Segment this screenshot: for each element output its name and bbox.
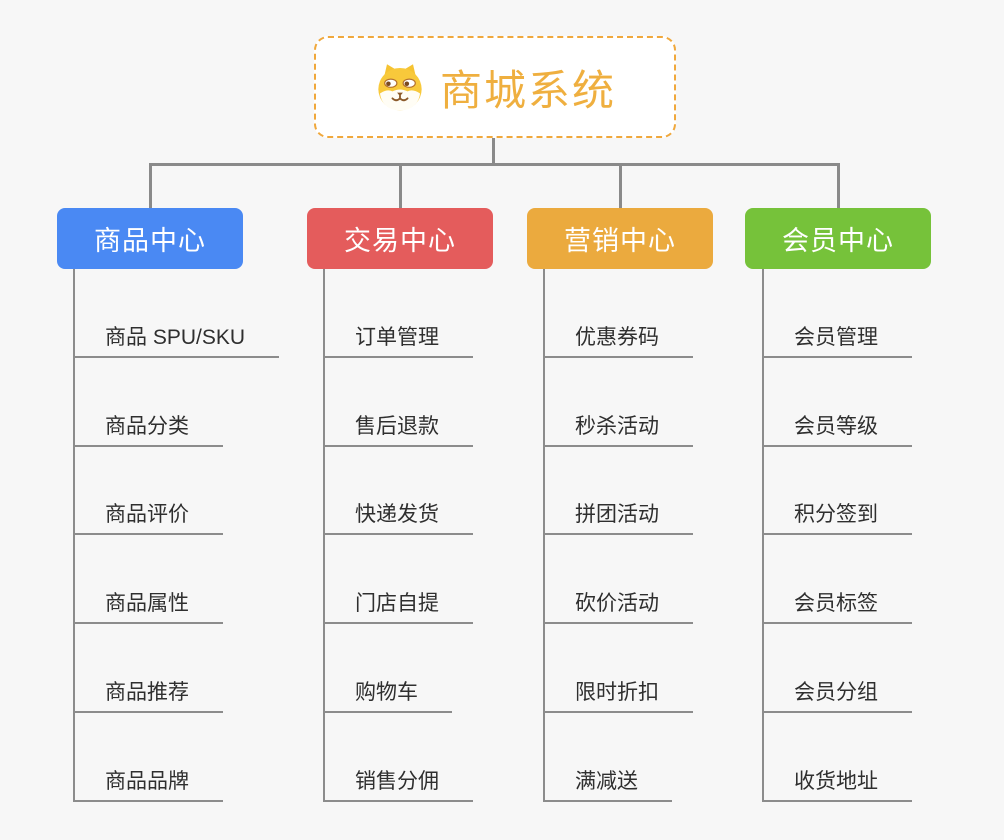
connector-drop-member (837, 165, 840, 208)
leaf-node[interactable]: 门店自提 (323, 591, 473, 624)
connector-spine-marketing (543, 269, 545, 802)
connector-drop-trade (399, 165, 402, 208)
branch-node-trade-center[interactable]: 交易中心 (307, 208, 493, 269)
leaf-node[interactable]: 购物车 (323, 680, 452, 713)
leaf-node[interactable]: 会员分组 (762, 680, 912, 713)
leaf-node[interactable]: 销售分佣 (323, 769, 473, 802)
connector-drop-product (149, 165, 152, 208)
root-node[interactable]: 商城系统 (314, 36, 676, 138)
leaf-node[interactable]: 快递发货 (323, 502, 473, 535)
leaf-node[interactable]: 商品推荐 (73, 680, 223, 713)
dog-face-icon (374, 62, 426, 112)
leaf-node[interactable]: 会员标签 (762, 591, 912, 624)
branch-node-member-center[interactable]: 会员中心 (745, 208, 931, 269)
leaf-node[interactable]: 秒杀活动 (543, 414, 693, 447)
root-title: 商城系统 (439, 66, 616, 114)
leaf-node[interactable]: 收货地址 (762, 769, 912, 802)
leaf-node[interactable]: 会员管理 (762, 325, 912, 358)
leaf-node[interactable]: 拼团活动 (543, 502, 693, 535)
leaf-node[interactable]: 商品分类 (73, 414, 223, 447)
leaf-node[interactable]: 积分签到 (762, 502, 912, 535)
connector-bus-line (149, 163, 840, 166)
leaf-node[interactable]: 售后退款 (323, 414, 473, 447)
leaf-node[interactable]: 满减送 (543, 769, 672, 802)
leaf-node[interactable]: 商品评价 (73, 502, 223, 535)
connector-spine-product (73, 269, 75, 802)
branch-node-product-center[interactable]: 商品中心 (57, 208, 243, 269)
connector-spine-trade (323, 269, 325, 802)
connector-spine-member (762, 269, 764, 802)
branch-node-marketing-center[interactable]: 营销中心 (527, 208, 713, 269)
leaf-node[interactable]: 商品 SPU/SKU (73, 325, 280, 358)
leaf-node[interactable]: 商品品牌 (73, 769, 223, 802)
connector-root-stem (492, 138, 495, 165)
leaf-node[interactable]: 会员等级 (762, 414, 912, 447)
leaf-node[interactable]: 优惠券码 (543, 325, 693, 358)
leaf-node[interactable]: 限时折扣 (543, 680, 693, 713)
leaf-node[interactable]: 砍价活动 (543, 591, 693, 624)
connector-drop-marketing (619, 165, 622, 208)
leaf-node[interactable]: 商品属性 (73, 591, 223, 624)
leaf-node[interactable]: 订单管理 (323, 325, 473, 358)
